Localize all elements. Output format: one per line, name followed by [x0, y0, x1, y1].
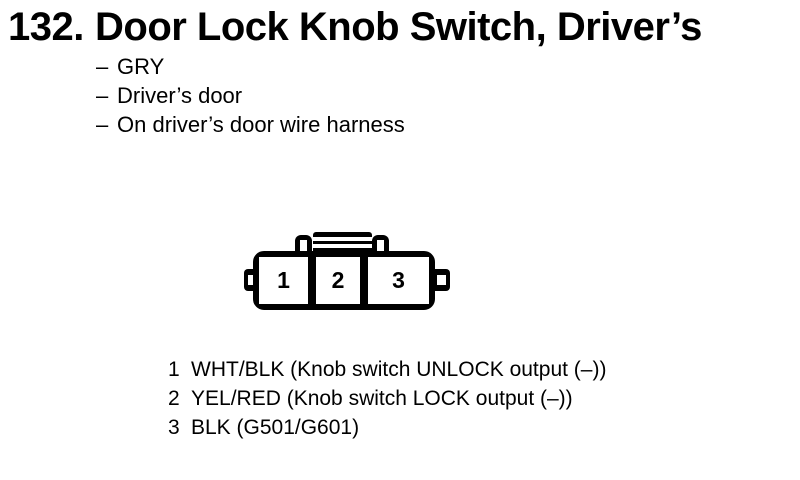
pin-number: 2 — [168, 387, 180, 410]
pin-row: 2 YEL/RED (Knob switch LOCK output (–)) — [168, 384, 606, 413]
connector-color: GRY — [117, 54, 165, 79]
dash-bullet: – — [96, 112, 109, 137]
connector-ear-right — [435, 269, 450, 291]
connector-location: Driver’s door — [117, 83, 243, 108]
tab-slot — [300, 240, 307, 251]
dash-bullet: – — [96, 83, 109, 108]
cavity-3: 3 — [368, 257, 429, 304]
cavity-1: 1 — [259, 257, 308, 304]
list-item: – On driver’s door wire harness — [96, 110, 405, 139]
section-title: 132. Door Lock Knob Switch, Driver’s — [8, 5, 702, 49]
ear-slot — [437, 275, 446, 285]
pin-list: 1 WHT/BLK (Knob switch UNLOCK output (–)… — [168, 355, 606, 442]
section-number: 132. — [8, 5, 84, 49]
pin-description: WHT/BLK (Knob switch UNLOCK output (–)) — [191, 358, 607, 381]
pin-description: BLK (G501/G601) — [191, 416, 360, 439]
cavity-2: 2 — [316, 257, 360, 304]
connector-tab-left — [295, 235, 312, 253]
tab-slot — [377, 240, 384, 251]
list-item: – GRY — [96, 52, 405, 81]
pin-row: 1 WHT/BLK (Knob switch UNLOCK output (–)… — [168, 355, 606, 384]
section-name: Door Lock Knob Switch, Driver’s — [95, 5, 702, 49]
pin-number: 1 — [168, 358, 180, 381]
connector-latch — [313, 232, 372, 253]
connector-info-list: – GRY – Driver’s door – On driver’s door… — [96, 52, 405, 139]
pin-description: YEL/RED (Knob switch LOCK output (–)) — [191, 387, 573, 410]
list-item: – Driver’s door — [96, 81, 405, 110]
pin-row: 3 BLK (G501/G601) — [168, 413, 606, 442]
connector-body: 1 2 3 — [253, 251, 435, 310]
pin-number: 3 — [168, 416, 180, 439]
cavity-divider — [308, 257, 316, 304]
dash-bullet: – — [96, 54, 109, 79]
cavity-divider — [360, 257, 368, 304]
ear-slot — [248, 275, 257, 285]
connector-diagram: 1 2 3 — [244, 232, 450, 312]
connector-harness: On driver’s door wire harness — [117, 112, 405, 137]
connector-tab-right — [372, 235, 389, 253]
